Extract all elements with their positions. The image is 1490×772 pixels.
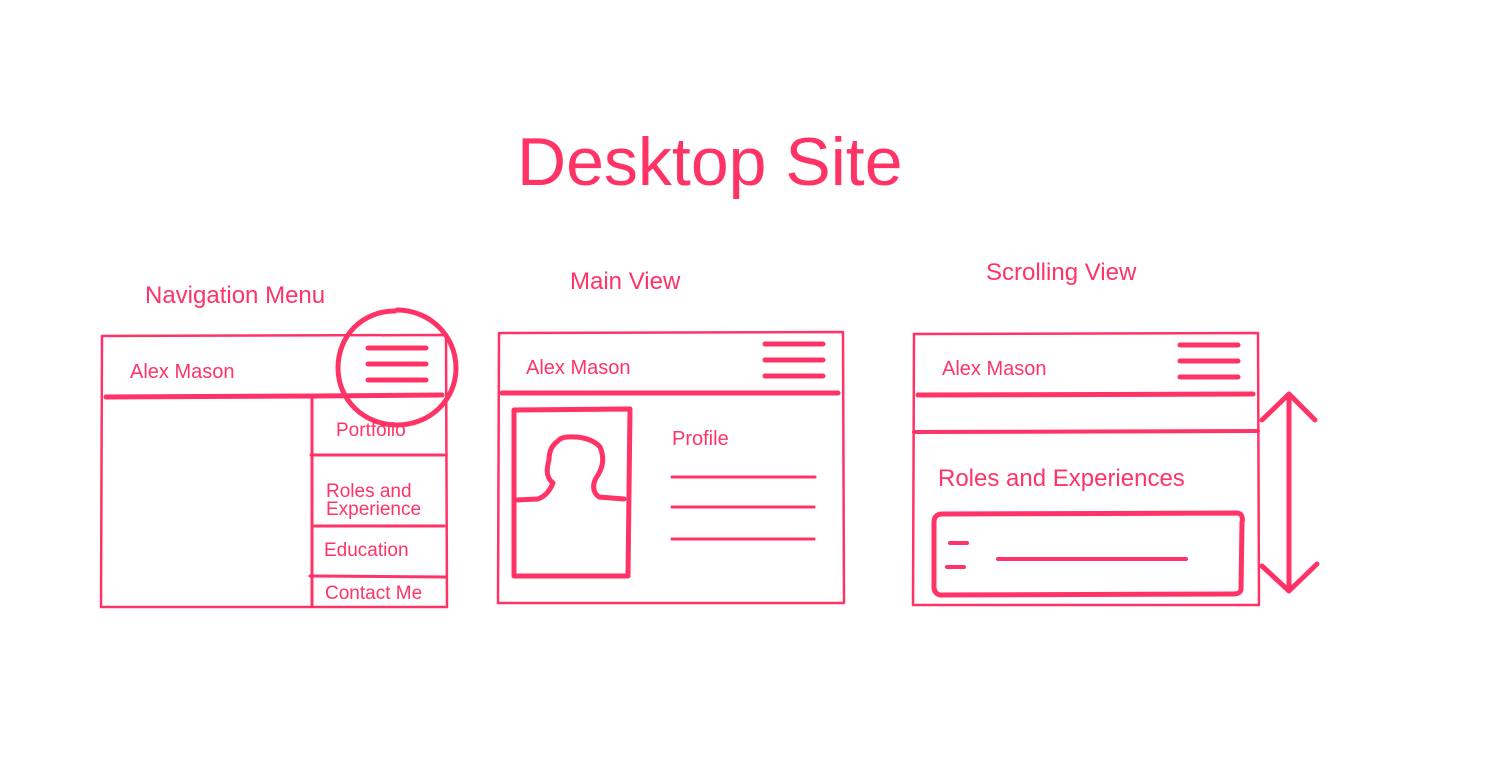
scrolling-view-section-divider xyxy=(912,429,1260,434)
navigation-menu-brand: Alex Mason xyxy=(130,361,235,383)
scrolling-view-header-divider xyxy=(915,391,1256,398)
menu-item-education[interactable]: Education xyxy=(324,540,409,561)
menu-item-roles-and-experience[interactable]: Roles and Experience xyxy=(326,481,422,520)
main-view-frame xyxy=(496,330,846,605)
navigation-menu-label: Navigation Menu xyxy=(145,282,326,309)
main-view-label: Main View xyxy=(570,268,681,295)
hamburger-icon[interactable] xyxy=(1177,342,1241,380)
scrolling-view-wireframe xyxy=(911,331,1320,607)
person-silhouette-icon xyxy=(513,434,627,503)
menu-item-divider xyxy=(308,574,448,579)
scrolling-view-brand: Alex Mason xyxy=(942,358,1047,380)
experience-card[interactable] xyxy=(931,510,1245,598)
section-heading: Roles and Experiences xyxy=(938,465,1185,492)
navigation-menu-header-divider xyxy=(103,392,445,400)
navigation-menu-frame xyxy=(99,333,449,609)
menu-item-contact-me[interactable]: Contact Me xyxy=(325,583,423,604)
hamburger-icon[interactable] xyxy=(762,341,826,379)
highlight-circle xyxy=(335,307,459,428)
page-title: Desktop Site xyxy=(517,124,903,200)
scrolling-view-label: Scrolling View xyxy=(986,259,1137,286)
hamburger-icon[interactable] xyxy=(365,345,429,383)
profile-label: Profile xyxy=(672,428,729,450)
scrolling-view-frame xyxy=(911,331,1261,607)
main-view-wireframe xyxy=(496,330,846,605)
menu-item-portfolio[interactable]: Portfolio xyxy=(336,420,406,441)
avatar-frame xyxy=(511,406,633,579)
main-view-brand: Alex Mason xyxy=(526,357,631,379)
double-arrow-vertical-icon xyxy=(1259,391,1320,594)
navigation-menu-wireframe xyxy=(99,307,459,609)
